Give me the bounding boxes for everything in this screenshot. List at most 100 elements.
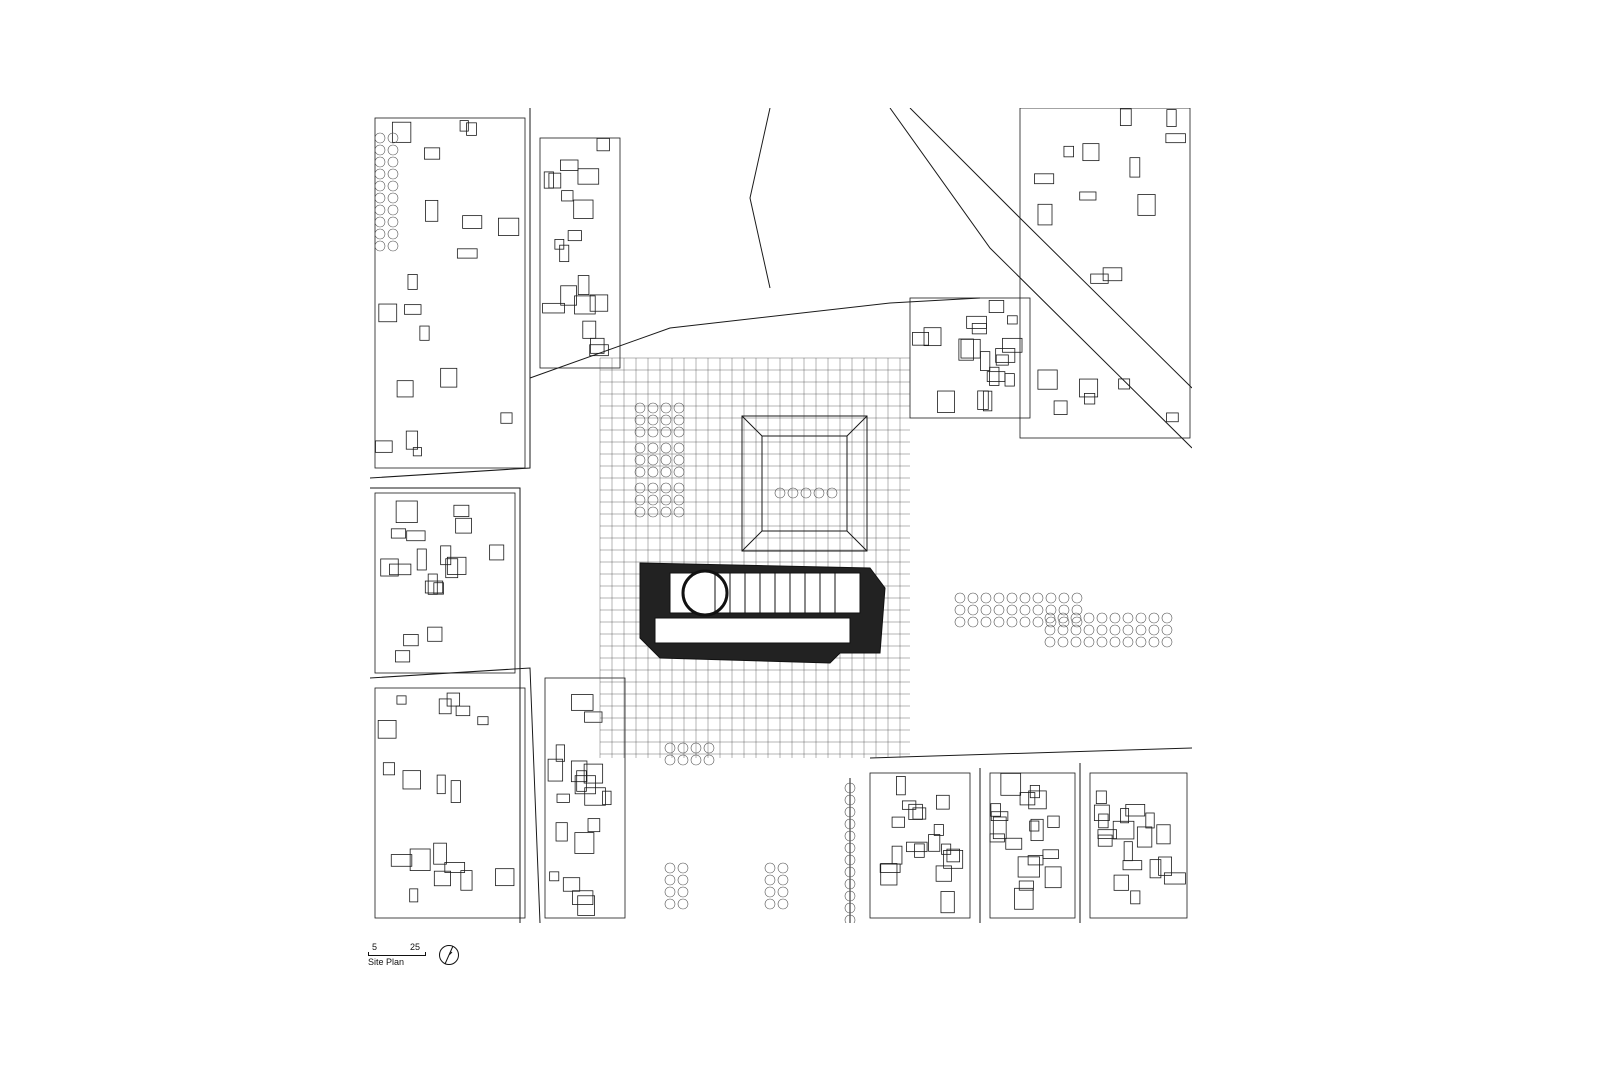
tree: [844, 866, 856, 878]
tree: [660, 454, 672, 466]
building-lot: [1030, 818, 1044, 842]
building-lot: [1053, 400, 1068, 415]
building-lot: [416, 548, 427, 571]
building-lot: [1113, 874, 1129, 891]
building-lot: [1136, 826, 1153, 848]
building-lot: [489, 544, 505, 561]
tree: [647, 442, 659, 454]
tree: [647, 402, 659, 414]
building-lot: [1089, 772, 1188, 919]
building-lot: [577, 275, 590, 295]
tree: [677, 742, 689, 754]
building-lot: [409, 848, 431, 871]
building-lot: [450, 780, 461, 803]
street-edge: [909, 108, 1192, 389]
building-lot: [424, 580, 444, 594]
building-lot: [460, 870, 473, 891]
tree: [387, 156, 399, 168]
tree: [387, 144, 399, 156]
tree: [954, 592, 966, 604]
tree: [673, 494, 685, 506]
tree: [1019, 616, 1031, 628]
tree: [673, 402, 685, 414]
tree: [1083, 636, 1095, 648]
building-lot: [395, 500, 418, 523]
street-edge: [889, 108, 1192, 449]
building-lot: [1166, 412, 1179, 423]
tree: [1045, 616, 1057, 628]
tree: [387, 216, 399, 228]
building-lot: [980, 351, 991, 371]
tree: [647, 454, 659, 466]
building-lot: [561, 190, 574, 202]
building-lot: [444, 862, 466, 873]
building-lot: [1095, 790, 1107, 804]
tree: [1019, 604, 1031, 616]
building-lot: [1084, 393, 1096, 405]
building-lot: [1047, 815, 1060, 828]
tree: [774, 487, 786, 499]
main-building: [639, 562, 886, 664]
building-lot: [390, 528, 407, 539]
building-lot: [1093, 804, 1110, 821]
tree: [634, 426, 646, 438]
building-lot: [425, 199, 439, 222]
tree: [844, 830, 856, 842]
building-lot: [556, 793, 570, 803]
tree: [387, 132, 399, 144]
building-lot: [466, 122, 477, 136]
tree: [1058, 604, 1070, 616]
building-lot: [574, 775, 596, 795]
building-lot: [936, 794, 950, 810]
building-lot: [440, 545, 452, 566]
tree: [1148, 636, 1160, 648]
tree: [1122, 636, 1134, 648]
tree: [374, 192, 386, 204]
tree: [1070, 636, 1082, 648]
building-lot: [960, 338, 981, 359]
building-lot: [542, 302, 565, 314]
building-lot: [869, 772, 971, 919]
courtyard-building: [741, 415, 868, 552]
building-lot: [1125, 804, 1146, 817]
building-lot: [424, 147, 441, 160]
building-lot: [1137, 194, 1156, 216]
tree: [1122, 624, 1134, 636]
building-lot: [391, 121, 412, 143]
building-lot: [446, 692, 461, 707]
building-lot: [459, 120, 469, 132]
building-lot: [1119, 108, 1132, 126]
building-lot: [1166, 109, 1177, 127]
building-lot: [419, 325, 430, 341]
tree: [954, 616, 966, 628]
tree: [387, 180, 399, 192]
building-lot: [395, 650, 411, 663]
tree: [664, 754, 676, 766]
building-lot: [1042, 849, 1059, 859]
building-lot: [455, 517, 472, 534]
building-lot: [990, 803, 1001, 817]
building-lot: [1028, 790, 1047, 810]
tree: [993, 592, 1005, 604]
building-lot: [914, 843, 925, 858]
building-lot: [440, 367, 458, 388]
tree: [777, 886, 789, 898]
building-lot: [382, 762, 395, 776]
tree: [1044, 624, 1056, 636]
building-lot: [988, 300, 1005, 313]
tree: [1070, 624, 1082, 636]
building-lot: [989, 833, 1005, 843]
building-lot: [554, 239, 565, 250]
scale-label-5: 5: [372, 942, 378, 952]
tree: [1071, 616, 1083, 628]
tree: [777, 898, 789, 910]
building-lot: [1079, 191, 1097, 201]
building-lot: [1090, 273, 1109, 284]
building-lot: [539, 137, 621, 369]
tree: [1045, 604, 1057, 616]
tree: [647, 426, 659, 438]
tree: [844, 878, 856, 890]
building-lot: [498, 217, 520, 236]
building-lot: [901, 800, 917, 810]
building-lot: [438, 698, 452, 715]
